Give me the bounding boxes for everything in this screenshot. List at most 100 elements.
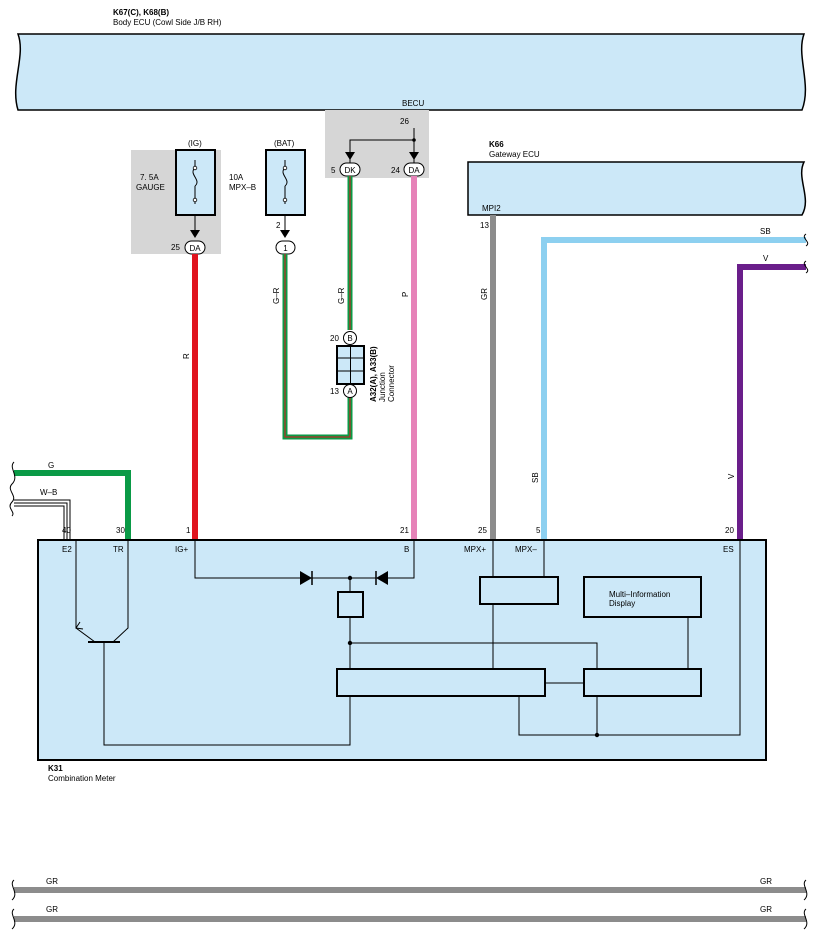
meter-term-mpx-plus: MPX+ <box>464 545 486 554</box>
wire-sb <box>541 237 806 540</box>
meter-pin-5: 5 <box>536 526 541 535</box>
meter-pin-21: 21 <box>400 526 409 535</box>
circuit-bus-top <box>350 642 598 669</box>
bottom-gr-2-left: GR <box>46 905 58 914</box>
wire-v-top-label: V <box>763 254 769 263</box>
gateway-ecu-terminal: MPI2 <box>482 204 501 213</box>
bottom-gr-1-left: GR <box>46 877 58 886</box>
fuse-ig-box <box>175 149 216 216</box>
wire-v-side-label: V <box>727 473 736 479</box>
becu-pin-24: 24 <box>391 166 400 175</box>
jc-name-1: Junction <box>378 372 387 402</box>
gateway-ecu-name: Gateway ECU <box>489 150 540 159</box>
fuse-bat-rating: 10A <box>229 173 244 182</box>
fuse-ig-node-top <box>192 165 198 171</box>
jc-conn-top <box>343 331 357 345</box>
gateway-ecu-box <box>467 161 807 216</box>
fuse-ig-title: (IG) <box>188 139 202 148</box>
jc-code: A32(A), A33(B) <box>369 346 378 402</box>
wire-break-icon <box>11 879 16 901</box>
meter-pin-30: 30 <box>116 526 125 535</box>
diode-icon <box>376 571 388 585</box>
wire-w-b-line-1 <box>14 499 71 540</box>
connector-da-becu-label: DA <box>408 166 420 175</box>
meter-term-tr: TR <box>113 545 124 554</box>
wire-break-icon <box>11 908 16 930</box>
junction-connector: 20 B 13 A A32(A), A33(B) Junction Connec… <box>330 331 396 402</box>
meter-code: K31 <box>48 764 63 773</box>
meter-pin-25: 25 <box>478 526 487 535</box>
jc-conn-bottom-label: A <box>347 387 353 396</box>
bottom-gr-1-right: GR <box>760 877 772 886</box>
becu-pin-26: 26 <box>400 117 409 126</box>
control-block <box>583 668 702 697</box>
meter-pin-1: 1 <box>186 526 191 535</box>
wire-break-icon <box>803 233 809 247</box>
wire-g-r-left-tracer <box>284 254 351 438</box>
body-ecu-box <box>14 33 807 111</box>
regulator-block <box>337 591 364 618</box>
meter-box <box>37 539 767 761</box>
jc-conn-bottom <box>343 384 357 398</box>
fuse-ig-name: GAUGE <box>136 183 165 192</box>
wire-p-label: P <box>401 292 410 297</box>
wire-break-icon <box>803 908 808 930</box>
connector-1-label: 1 <box>283 244 288 253</box>
fuse-bat-arrow <box>280 230 290 238</box>
meter-term-b: B <box>404 545 409 554</box>
meter-internal-circuit <box>75 540 741 746</box>
fuse-bat-title: (BAT) <box>274 139 295 148</box>
circuit-ig-line <box>194 540 300 579</box>
wire-v <box>737 264 806 540</box>
bottom-gr-wires: GR GR GR GR <box>11 877 808 930</box>
circuit-b-line <box>388 540 415 579</box>
mid-label-2: Display <box>609 599 635 608</box>
wire-g-r-right-label: G–R <box>337 287 346 304</box>
becu-junction-dot <box>412 138 416 142</box>
diode-icon <box>300 571 312 585</box>
meter-name: Combination Meter <box>48 774 116 783</box>
fuse-ig-rating: 7. 5A <box>140 173 159 182</box>
fuse-bat-node-bottom <box>282 197 288 203</box>
circuit-base-line <box>103 642 351 746</box>
meter-pin-20: 20 <box>725 526 734 535</box>
wire-gr-label: GR <box>480 288 489 300</box>
becu-arrow-da <box>409 152 419 160</box>
connector-da-ig-label: DA <box>189 244 201 253</box>
meter-term-e2: E2 <box>62 545 72 554</box>
gateway-ecu-pin: 13 <box>480 221 489 230</box>
meter-term-ig: IG+ <box>175 545 188 554</box>
connector-dk-label: DK <box>344 166 356 175</box>
combination-meter: K31 Combination Meter 40 30 1 21 25 5 20… <box>37 526 767 783</box>
wire-w-b-line-2 <box>14 502 68 540</box>
body-ecu: K67(C), K68(B) Body ECU (Cowl Side J/B R… <box>14 8 807 111</box>
meter-pin-40: 40 <box>62 526 71 535</box>
bottom-gr-2-right: GR <box>760 905 772 914</box>
wire-w-b-label: W–B <box>40 488 57 497</box>
gateway-ecu-code: K66 <box>489 140 504 149</box>
wire-r-label: R <box>182 353 191 359</box>
fuse-bat-name: MPX–B <box>229 183 256 192</box>
becu-arrow-dk <box>345 152 355 160</box>
becu-pin-5: 5 <box>331 166 336 175</box>
circuit-es-line <box>518 540 741 736</box>
fuse-ig-node-bottom <box>192 197 198 203</box>
gateway-ecu: K66 Gateway ECU MPI2 13 <box>467 140 807 230</box>
multi-information-display <box>583 576 702 618</box>
cpu-block <box>336 668 546 697</box>
wire-w-b <box>14 499 71 540</box>
jc-name-2: Connector <box>387 365 396 402</box>
wire-break-icon <box>9 461 16 517</box>
body-ecu-name: Body ECU (Cowl Side J/B RH) <box>113 18 222 27</box>
wire-g-r-loop <box>282 176 353 440</box>
wire-sb-top-label: SB <box>760 227 771 236</box>
wire-sb-side-label: SB <box>531 472 540 483</box>
junction-dot <box>594 732 600 738</box>
transistor-collector <box>112 540 129 643</box>
wire-g-label: G <box>48 461 54 470</box>
fuse-bat: (BAT) 10A MPX–B 2 1 <box>229 139 306 255</box>
junction-dot <box>347 575 353 581</box>
wire-w-b-line-3 <box>14 505 65 540</box>
fuse-ig-pin: 25 <box>171 243 180 252</box>
